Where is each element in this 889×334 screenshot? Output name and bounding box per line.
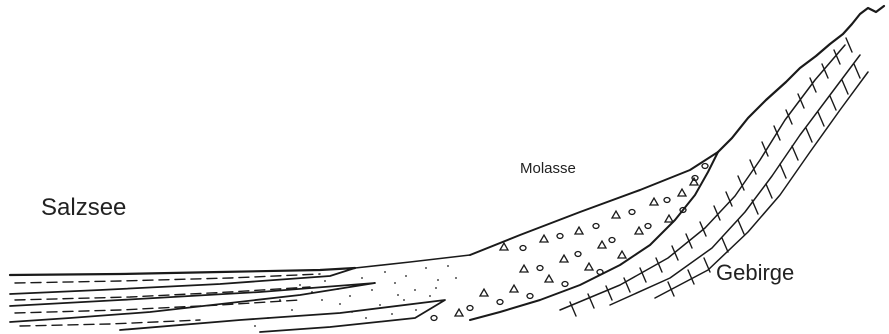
mountain-surface-outline [718,6,884,152]
lake-tongue-3 [120,300,445,332]
basement-ticks [570,38,860,316]
sand-fan-upper-line [355,255,470,268]
salzsee-label: Salzsee [41,194,126,222]
gebirge-label: Gebirge [716,260,794,286]
lake-sediment-top-line [10,268,355,275]
molasse-label: Molasse [520,160,576,177]
lake-tongue-2 [10,283,375,322]
conglomerate-pattern [431,164,708,321]
molasse-basement-contact [470,152,718,320]
molasse-top-surface [470,152,718,255]
